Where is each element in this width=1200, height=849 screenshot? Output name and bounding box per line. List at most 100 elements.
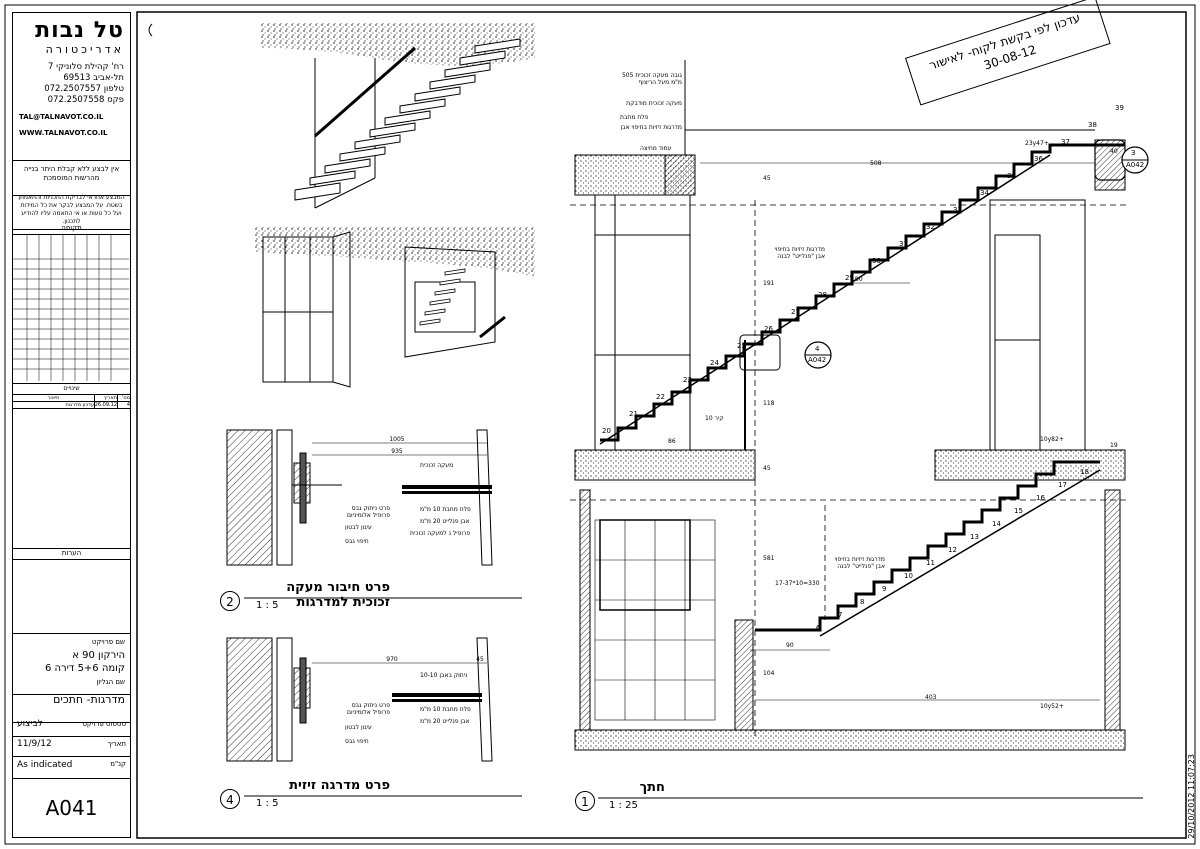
date-label: תאריך [107,740,126,748]
rev-col-date: תאריך [94,395,117,401]
step-number: 22 [656,393,665,401]
scale-value: As indicated [17,760,73,770]
scale-label: קנ"מ [110,760,126,768]
title-underline-4 [244,795,522,797]
view-title-1: חתך [639,780,665,795]
validity-grid [13,235,129,381]
step-number: 10 [904,572,913,580]
level-upper: +23y47 [1025,140,1049,147]
dim-45: 45 [476,656,484,663]
detail4-note-joint: ניתוק באבן 10-10 [420,672,468,679]
dim-403: 403 [925,694,937,701]
sheet-number-box: A041 [13,778,130,837]
view-title-4: פרט מדרגה זיזית [289,778,390,793]
section-note-column: עמוד מחיצה [640,145,672,152]
callout-4-number: 4 [815,345,820,353]
step-number: 17 [1058,481,1067,489]
notes-header: הערות [13,548,130,560]
status-value: לביצוע [17,719,43,729]
level-mid: +10y82 [1040,436,1064,443]
firm-website: WWW.TALNAVOT.CO.IL [19,129,108,137]
step-number: 9 [882,585,887,593]
dim-45-lower: 45 [763,465,771,472]
validity-table: תקופה [13,223,130,384]
view-scale-4: 1 : 5 [256,798,279,809]
step-number: 12 [948,546,957,554]
step-number: 15 [1014,507,1023,515]
validity-header: תקופה [13,223,130,235]
step-number: 32 [926,223,935,231]
step-number: 25 [737,342,746,350]
step-number: 14 [992,520,1001,528]
detail4-note-plate: פלח מחבת 10 מ"מ [420,706,471,713]
callout-3-sheet: A042 [1126,161,1145,169]
rev-num: 4 [117,402,130,408]
sheet-number: A041 [45,795,98,820]
view-number-1: 1 [575,791,595,811]
step-number: 33 [953,206,962,214]
dim-90-upper: 90 [855,276,863,283]
scale-row: קנ"מ As indicated [13,756,130,779]
sheet-name: מדרגות- חתכים [53,693,125,706]
detail2-note-gypsum: חיפוי גבס [345,538,369,545]
level-19: 19 [1110,442,1118,449]
notes-section: הערות [13,548,130,634]
section-note-railing-height: גובה מעקה זכוכית 505 מ"מ מעל הריצוף [621,72,682,86]
plot-timestamp: 29/10/2012 11:07:23 [1187,754,1196,839]
firm-fax: פקס 072.2507558 [47,95,124,105]
detail2-note-anchor: עיגון לבטון [345,524,372,531]
project-label: שם פרויקט [91,638,125,646]
step-number: 30 [872,257,881,265]
dim-191: 191 [763,280,775,287]
title-block: טל נבות אדריכטורה רח' קהילת סלוניקי 7 תל… [12,12,131,838]
step-number: 8 [860,598,865,606]
detail4-note-stone: אבן פנלייט 20 מ"מ [420,718,470,725]
rev-date: 26.09.12 [94,402,117,408]
status-row: סטטוס פרויקט לביצוע [13,716,130,737]
step-number: 26 [764,325,773,333]
detail2-note-profile: פרופיל נ למעקה זכוכית [410,530,471,537]
view-number-4: 4 [220,789,240,809]
level-40: 40 [1110,148,1118,155]
title-underline-2 [244,597,522,599]
section-note-wall: קיר 10 [705,415,724,422]
firm-email: TAL@TALNAVOT.CO.IL [19,113,104,121]
callout-4-sheet: A042 [808,356,827,364]
view-scale-1: 1 : 25 [609,800,638,811]
project-name: הירקון 90 א [72,650,125,661]
level-86: 86 [668,438,676,445]
date-row: תאריך 11/9/12 [13,736,130,757]
interior-3d-view [255,227,535,388]
dim-104: 104 [763,670,775,677]
step-number: 7 [838,611,843,619]
firm-address-2: תל-אביב 69513 [63,73,124,83]
step-number: 38 [1088,121,1097,129]
section-note-glass: מעקה זכוכית מודבקת [626,100,682,107]
detail2-note-stone: אבן פנלייט 20 מ"מ [420,518,470,525]
project-detail: קומה 5+6 דירה 6 [44,663,125,674]
dim-1005: 1005 [389,436,404,443]
dim-118: 118 [763,400,775,407]
rev-col-num: מס' [117,395,130,401]
step-number: 35 [1007,172,1016,180]
firm-subtitle: אדריכטורה [45,43,124,56]
firm-logo-block: טל נבות אדריכטורה רח' קהילת סלוניקי 7 תל… [13,13,130,161]
firm-name: טל נבות [35,18,124,43]
detail4-note-gypsum: חיפוי גבס [345,738,369,745]
section-note-stairs-upper: מדרגות זיזיות בחיפוי אבן "פנלייט" לבנה [774,246,825,260]
step-number: 39 [1115,104,1124,112]
callout-3-number: 3 [1131,149,1136,157]
step-number: 20 [602,427,611,435]
project-section: שם פרויקט הירקון 90 א קומה 5+6 דירה 6 [13,633,130,695]
section-note-plate: פלח מחבת [620,114,649,121]
level-low: +10y52 [1040,703,1064,710]
step-number: 18 [1080,468,1089,476]
detail2-note-railing: מעקה זכוכית [420,462,454,469]
title-underline-1 [598,797,1143,799]
sheet-name-label: שם הגליון [96,678,125,686]
permit-warning: אין לבצע ללא קבלת היתר בנייה מהרשות המוס… [13,161,130,196]
dim-935: 935 [391,448,403,455]
section-note-stairs: מדרגות זיזיות בחיפוי אבן [620,124,683,131]
